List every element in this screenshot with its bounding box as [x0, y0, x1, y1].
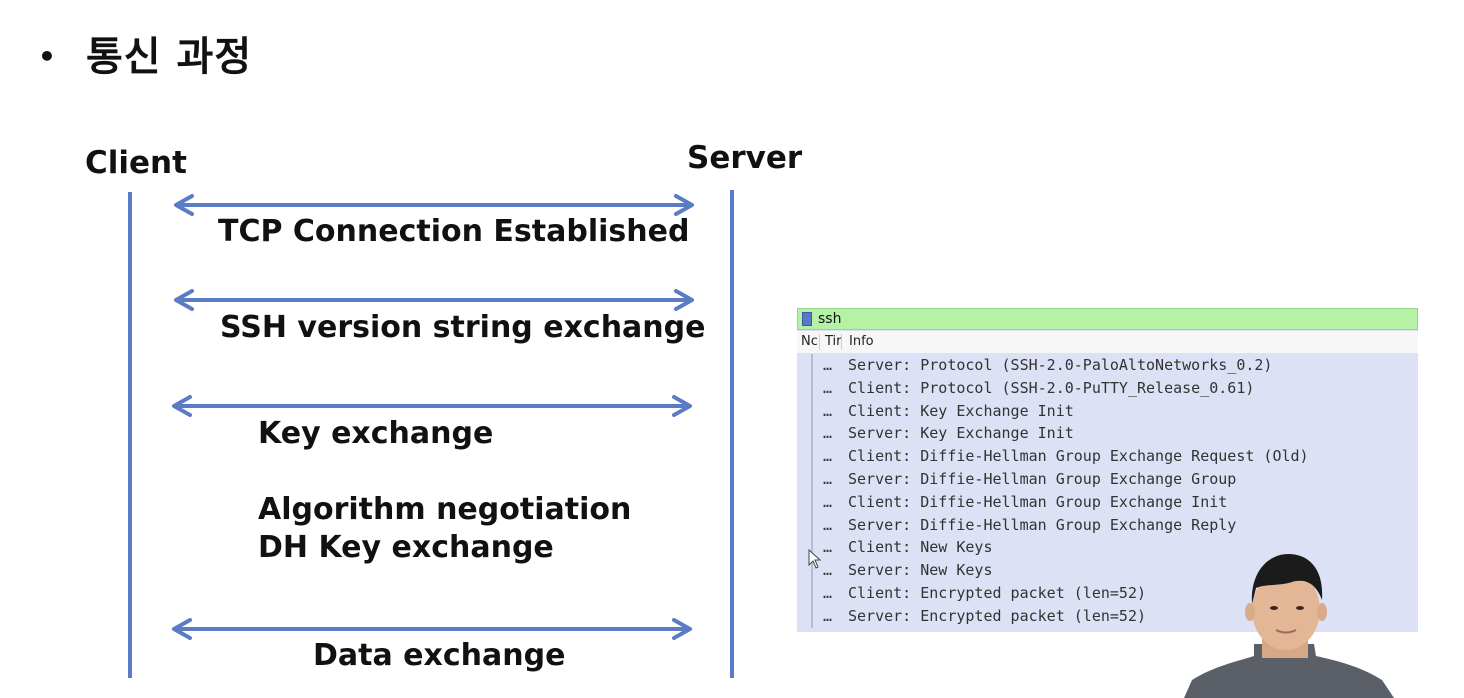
- slide-title: 통신 과정: [86, 34, 253, 80]
- row-info: Server: Diffie-Hellman Group Exchange Gr…: [848, 469, 1237, 488]
- row-marker: [811, 513, 813, 537]
- arrow-tcp: [174, 194, 694, 216]
- column-header-time[interactable]: Tir: [825, 334, 842, 350]
- packet-row[interactable]: … Client: Encrypted packet (len=52): [797, 581, 1418, 605]
- step-key-exchange: Key exchange: [258, 416, 494, 451]
- row-marker: [811, 376, 813, 400]
- row-ellipsis: …: [823, 447, 833, 466]
- row-info: Server: Key Exchange Init: [848, 424, 1074, 443]
- arrow-ssh-version: [174, 289, 694, 311]
- client-lifeline: [128, 192, 132, 678]
- column-header-no[interactable]: Nc: [801, 334, 820, 350]
- row-ellipsis: …: [823, 538, 833, 557]
- packet-list-header: Nc Tir Info: [797, 331, 1418, 353]
- row-info: Server: Diffie-Hellman Group Exchange Re…: [848, 515, 1237, 534]
- row-info: Server: Encrypted packet (len=52): [848, 606, 1147, 625]
- row-info: Client: New Keys: [848, 538, 993, 557]
- packet-row[interactable]: … Client: Diffie-Hellman Group Exchange R…: [797, 445, 1418, 468]
- row-ellipsis: …: [823, 469, 833, 488]
- row-marker: [811, 581, 813, 605]
- row-ellipsis: …: [823, 424, 833, 443]
- row-ellipsis: …: [823, 515, 833, 534]
- packet-row[interactable]: … Client: Diffie-Hellman Group Exchange I…: [797, 490, 1418, 514]
- row-marker: [811, 422, 813, 446]
- server-lifeline: [730, 190, 734, 678]
- row-ellipsis: …: [823, 492, 833, 511]
- row-info: Client: Diffie-Hellman Group Exchange Re…: [848, 447, 1309, 466]
- display-filter-bar[interactable]: ssh: [797, 308, 1418, 330]
- row-marker: [811, 354, 813, 377]
- row-ellipsis: …: [823, 401, 833, 420]
- row-ellipsis: …: [823, 356, 833, 374]
- row-info: Client: Encrypted packet (len=52): [848, 583, 1147, 602]
- row-info: Server: Protocol (SSH-2.0-PaloAltoNetwor…: [848, 356, 1273, 374]
- row-ellipsis: …: [823, 606, 833, 625]
- packet-row[interactable]: … Server: New Keys: [797, 559, 1418, 582]
- step-data-exchange: Data exchange: [313, 638, 566, 673]
- row-info: Server: New Keys: [848, 561, 993, 580]
- step-tcp-connection: TCP Connection Established: [218, 214, 690, 249]
- presenter-webcam: [1184, 554, 1394, 698]
- step-ssh-version: SSH version string exchange: [220, 310, 706, 345]
- step-dh-key-exchange: DH Key exchange: [258, 530, 554, 565]
- packet-row[interactable]: … Server: Key Exchange Init: [797, 422, 1418, 446]
- column-header-info[interactable]: Info: [849, 334, 874, 349]
- row-marker: [811, 559, 813, 582]
- client-label: Client: [85, 145, 187, 181]
- packet-row[interactable]: … Server: Diffie-Hellman Group Exchange G…: [797, 467, 1418, 491]
- display-filter-input[interactable]: ssh: [818, 311, 842, 327]
- row-ellipsis: …: [823, 378, 833, 397]
- packet-row[interactable]: … Client: Key Exchange Init: [797, 399, 1418, 423]
- row-marker: [811, 445, 813, 468]
- row-info: Client: Key Exchange Init: [848, 401, 1074, 420]
- arrow-key-exchange: [172, 395, 692, 417]
- row-info: Client: Diffie-Hellman Group Exchange In…: [848, 492, 1228, 511]
- packet-rows: … Server: Protocol (SSH-2.0-PaloAltoNetwo…: [797, 354, 1418, 628]
- row-ellipsis: …: [823, 583, 833, 602]
- title-bullet: •: [38, 40, 56, 73]
- packet-row[interactable]: … Server: Diffie-Hellman Group Exchange R…: [797, 513, 1418, 537]
- row-info: Client: Protocol (SSH-2.0-PuTTY_Release_…: [848, 378, 1255, 397]
- mouse-cursor-icon: [808, 549, 822, 569]
- packet-row[interactable]: … Client: Protocol (SSH-2.0-PuTTY_Release…: [797, 376, 1418, 400]
- row-marker: [811, 536, 813, 560]
- row-marker: [811, 467, 813, 491]
- server-label: Server: [687, 140, 803, 176]
- packet-row[interactable]: … Server: Encrypted packet (len=52): [797, 604, 1418, 628]
- packet-row[interactable]: … Client: New Keys: [797, 536, 1418, 560]
- row-marker: [811, 604, 813, 628]
- row-marker: [811, 399, 813, 423]
- bookmark-icon[interactable]: [802, 312, 812, 326]
- step-algorithm-negotiation: Algorithm negotiation: [258, 492, 632, 527]
- row-marker: [811, 490, 813, 514]
- arrow-data-exchange: [172, 618, 692, 640]
- packet-row[interactable]: … Server: Protocol (SSH-2.0-PaloAltoNetwo…: [797, 354, 1418, 377]
- row-ellipsis: …: [823, 561, 833, 580]
